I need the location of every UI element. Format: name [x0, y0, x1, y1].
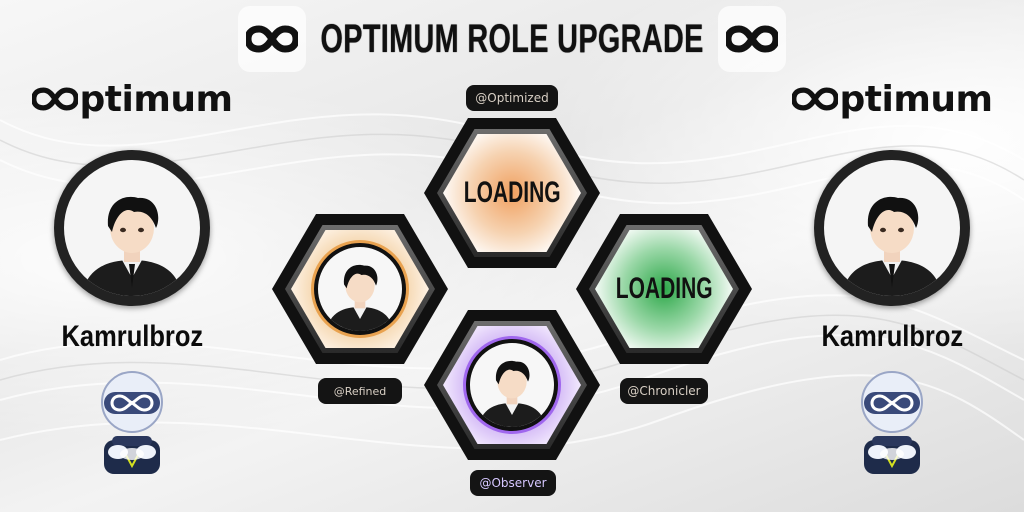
page-title: OPTIMUM ROLE UPGRADE	[320, 16, 704, 61]
username: Kamrulbroz	[821, 320, 963, 353]
hex-observer	[424, 310, 600, 460]
left-profile-panel: ptimum Kamrulbroz	[31, 78, 233, 482]
hex-refined	[272, 214, 448, 364]
mascot-robot	[90, 366, 174, 482]
avatar	[54, 150, 210, 306]
loading-text: LOADING	[463, 176, 561, 209]
role-tag-optimized: @Optimized	[466, 85, 558, 111]
avatar-illustration	[82, 196, 182, 296]
optimum-logo: ptimum	[31, 78, 233, 120]
role-tag-observer: @Observer	[470, 470, 556, 496]
loading-text: LOADING	[615, 272, 713, 305]
role-tag-chronicler: @Chronicler	[620, 378, 708, 404]
mascot-robot	[850, 366, 934, 482]
avatar-illustration	[842, 196, 942, 296]
avatar	[314, 243, 406, 335]
avatar	[466, 339, 558, 431]
infinity-icon	[791, 87, 838, 111]
infinity-icon	[31, 87, 78, 111]
infinity-icon	[718, 6, 787, 72]
username: Kamrulbroz	[61, 320, 203, 353]
brand-text: ptimum	[79, 78, 233, 120]
right-profile-panel: ptimum Kamrulbroz	[791, 78, 993, 482]
title-bar: OPTIMUM ROLE UPGRADE	[0, 6, 1024, 72]
infinity-icon	[237, 6, 306, 72]
avatar	[814, 150, 970, 306]
brand-text: ptimum	[839, 78, 993, 120]
optimum-logo: ptimum	[791, 78, 993, 120]
role-tag-refined: @Refined	[318, 378, 402, 404]
